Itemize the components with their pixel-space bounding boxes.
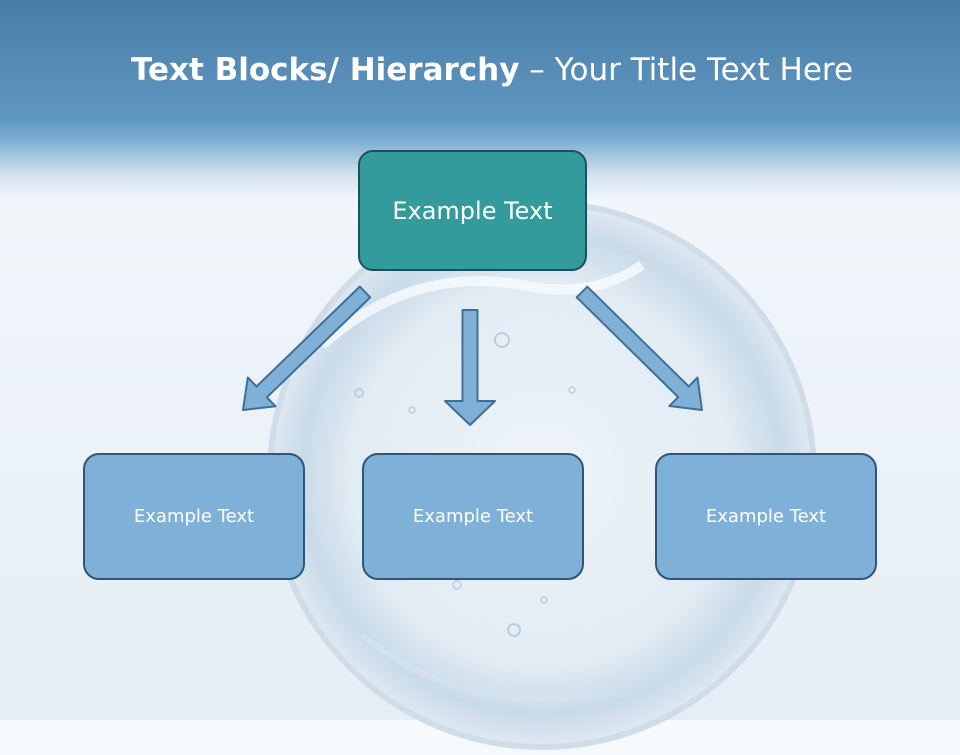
child-text-block-right[interactable]: Example Text xyxy=(655,453,877,580)
child-text-block-label: Example Text xyxy=(412,506,534,527)
arrow-to-middle-block xyxy=(444,309,496,426)
slide-title-bold: Text Blocks/ Hierarchy xyxy=(130,52,520,88)
arrow-to-right-block xyxy=(575,285,703,411)
top-text-block[interactable]: Example Text xyxy=(358,150,587,271)
slide-title-rest: – Your Title Text Here xyxy=(519,52,854,88)
child-text-block-left[interactable]: Example Text xyxy=(83,453,305,580)
child-text-block-label: Example Text xyxy=(133,506,255,527)
top-text-block-label: Example Text xyxy=(392,196,553,225)
hierarchy-arrows xyxy=(242,285,703,426)
arrow-to-left-block xyxy=(242,285,372,411)
child-text-block-label: Example Text xyxy=(705,506,827,527)
child-text-block-middle[interactable]: Example Text xyxy=(362,453,584,580)
slide-title: Text Blocks/ Hierarchy – Your Title Text… xyxy=(0,52,960,88)
